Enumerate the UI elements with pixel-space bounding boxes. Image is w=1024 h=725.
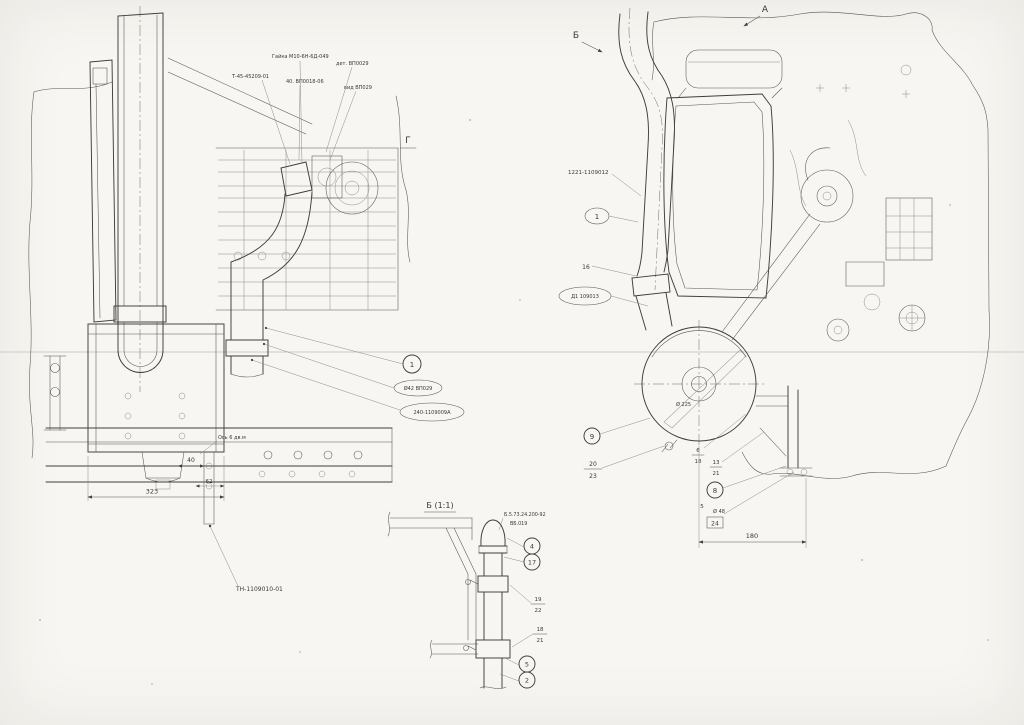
- dim-180: 180: [746, 532, 758, 540]
- label-16: 16: [582, 264, 590, 271]
- balloon-2: 2: [525, 677, 529, 685]
- balloon-5: 5: [525, 661, 529, 669]
- lower-clamp: [475, 639, 511, 659]
- scan-artifacts: [0, 119, 1024, 685]
- balloon-1-front: 1: [595, 213, 599, 221]
- detail-view-b: Б (1:1) Б.5.73.24.200-92 ВБ.019: [387, 501, 548, 689]
- wing-bolt: [661, 439, 678, 453]
- intake-stack-side: [113, 12, 167, 373]
- detail-balloons: 4 17 19 22 18 21 5 2: [499, 537, 548, 689]
- flex-coupling: [280, 161, 313, 197]
- intake-stack-front: [618, 7, 675, 331]
- view-label-b: Б: [573, 31, 579, 41]
- engine-accessories: [789, 119, 933, 342]
- break-edges: [28, 57, 411, 459]
- balloon-17: 17: [528, 559, 536, 567]
- stack-18-det: 18: [537, 627, 544, 633]
- left-balloons: 1 Ø42 ВП029 240-1109009А: [250, 326, 465, 422]
- note-vid: вид ВП029: [344, 85, 372, 91]
- note-det: дет. ВП0029: [336, 61, 369, 67]
- radiator-top-tank: [685, 49, 783, 89]
- right-callouts: 1221-1109012 1 16 Д1 109013 9 20 23 6 18…: [558, 170, 795, 529]
- detail-note-sub: ВБ.019: [510, 521, 527, 527]
- view-label-g: Г: [405, 136, 411, 146]
- pipe-part-no: 1221-1109012: [568, 170, 608, 176]
- frame-rails: [43, 355, 393, 525]
- elbow-hose: [225, 161, 313, 378]
- detail-title: Б (1:1): [426, 501, 453, 510]
- stack-23: 23: [589, 473, 597, 480]
- dia-225: Ø 225: [676, 401, 691, 408]
- upper-clamp: [477, 575, 509, 593]
- note-nut: Гайка М10-6Н-6Д-049: [272, 53, 329, 60]
- note-part-a: Т-45-45209-01: [231, 74, 269, 80]
- dim-180-group: 180: [698, 446, 807, 548]
- right-view: А Б: [558, 5, 990, 548]
- mount-bracket: [755, 385, 813, 477]
- front-bracket: [43, 355, 67, 431]
- left-part-number: ТН-1109010-01: [208, 524, 283, 593]
- engine-block-side: [215, 147, 399, 311]
- engine-front-outline: [651, 11, 990, 479]
- air-cleaner-front: Ø 225: [634, 320, 813, 477]
- left-dimensions: 323 40 62 Ось 6 дв.м: [87, 435, 246, 501]
- dim-62: 62: [206, 479, 213, 485]
- balloon-4: 4: [530, 543, 534, 551]
- view-label-a: А: [762, 5, 769, 15]
- pipe-cap: [480, 519, 506, 547]
- stack-21-det: 21: [537, 638, 544, 644]
- part-no-text: ТН-1109010-01: [235, 586, 283, 593]
- stack-19: 19: [535, 597, 542, 603]
- dust-cap: [141, 451, 185, 479]
- dia-48: Ø 48: [713, 508, 725, 515]
- stack-21: 21: [713, 471, 720, 477]
- stack-18: 18: [695, 459, 702, 465]
- left-notes: Гайка М10-6Н-6Д-049 Т-45-45209-01 40. ВП…: [231, 53, 372, 165]
- stack-6: 6: [696, 448, 700, 454]
- note-part-b: 40. ВП0018-06: [286, 79, 324, 85]
- strap-band: [663, 349, 747, 429]
- intake-stub: [311, 155, 343, 199]
- stack-20: 20: [589, 461, 597, 468]
- balloon-1: 1: [410, 361, 414, 369]
- gusset-plate: [203, 451, 215, 525]
- balloon-partno: 240-1109009А: [413, 410, 451, 416]
- left-view: 323 40 62 Ось 6 дв.м Гайка М10-6Н-6Д-049…: [28, 6, 465, 593]
- label-24: 24: [711, 521, 719, 528]
- balloon-9: 9: [590, 433, 594, 441]
- oval-part-no: Д1 109013: [571, 294, 599, 300]
- label-5: 5: [700, 504, 704, 510]
- stack-clamp-front: [631, 273, 671, 297]
- balloon-dia42: Ø42 ВП029: [404, 385, 433, 392]
- breather-pipe: [463, 519, 511, 689]
- balloon-8: 8: [713, 487, 717, 495]
- shroud-window: [663, 93, 774, 299]
- mount-strap: [651, 330, 747, 358]
- dim-40: 40: [187, 457, 195, 464]
- stack-22: 22: [535, 608, 542, 614]
- dim-323: 323: [146, 488, 158, 496]
- cab-pillar: [89, 59, 117, 323]
- fan-pulley: [721, 147, 854, 341]
- detail-structure: [387, 511, 479, 659]
- elbow-clamp: [225, 339, 269, 357]
- stack-13: 13: [713, 460, 720, 466]
- air-cleaner-box: [87, 323, 225, 490]
- detail-note-top: Б.5.73.24.200-92: [504, 512, 546, 518]
- axis-note: Ось 6 дв.м: [218, 435, 246, 441]
- stack-coupling-clamp: [113, 305, 167, 323]
